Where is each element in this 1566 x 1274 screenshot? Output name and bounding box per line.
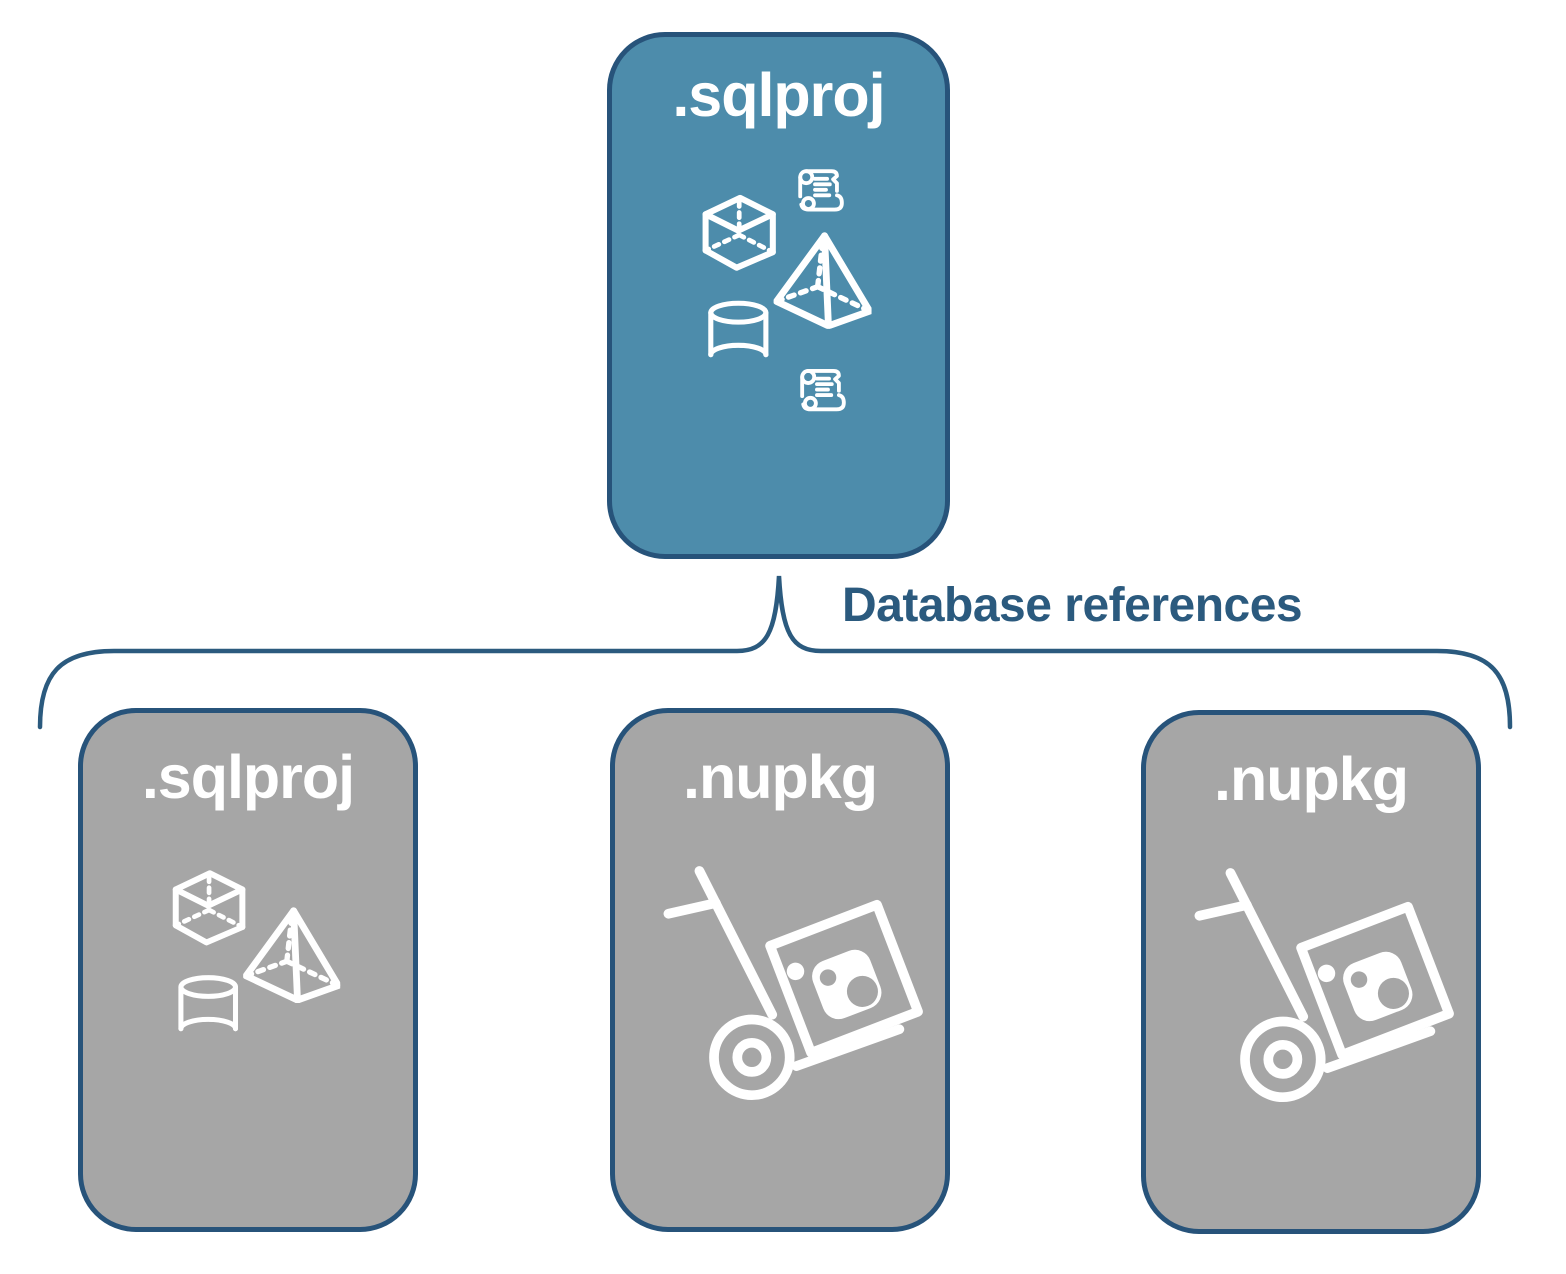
sql-project-contents-icons xyxy=(83,713,413,1227)
box-referenced-nupkg-2: .nupkg xyxy=(1141,710,1481,1234)
cube-icon xyxy=(176,873,243,942)
cube-icon xyxy=(706,198,773,268)
nuget-package-dolly-icon xyxy=(1199,873,1449,1097)
box-title: .sqlproj xyxy=(672,61,885,129)
nuget-package-dolly-icon xyxy=(668,871,918,1095)
box-title: .sqlproj xyxy=(141,743,355,811)
box-referenced-sqlproj: .sqlproj xyxy=(78,708,418,1232)
nupkg-contents-icons xyxy=(1146,715,1476,1229)
box-referenced-nupkg-1: .nupkg xyxy=(610,708,950,1232)
scroll-icon xyxy=(798,169,844,212)
box-main-sqlproj: .sqlproj xyxy=(607,32,950,559)
box-title: .nupkg xyxy=(683,743,878,811)
cylinder-icon xyxy=(181,978,236,1029)
cylinder-icon xyxy=(711,303,766,354)
pyramid-icon xyxy=(246,911,338,1000)
nupkg-contents-icons xyxy=(615,713,945,1227)
database-references-label: Database references xyxy=(842,579,1303,632)
sql-project-contents-icons xyxy=(612,169,945,412)
scroll-icon xyxy=(800,369,846,412)
box-title: .nupkg xyxy=(1214,745,1409,813)
pyramid-icon xyxy=(777,236,870,326)
